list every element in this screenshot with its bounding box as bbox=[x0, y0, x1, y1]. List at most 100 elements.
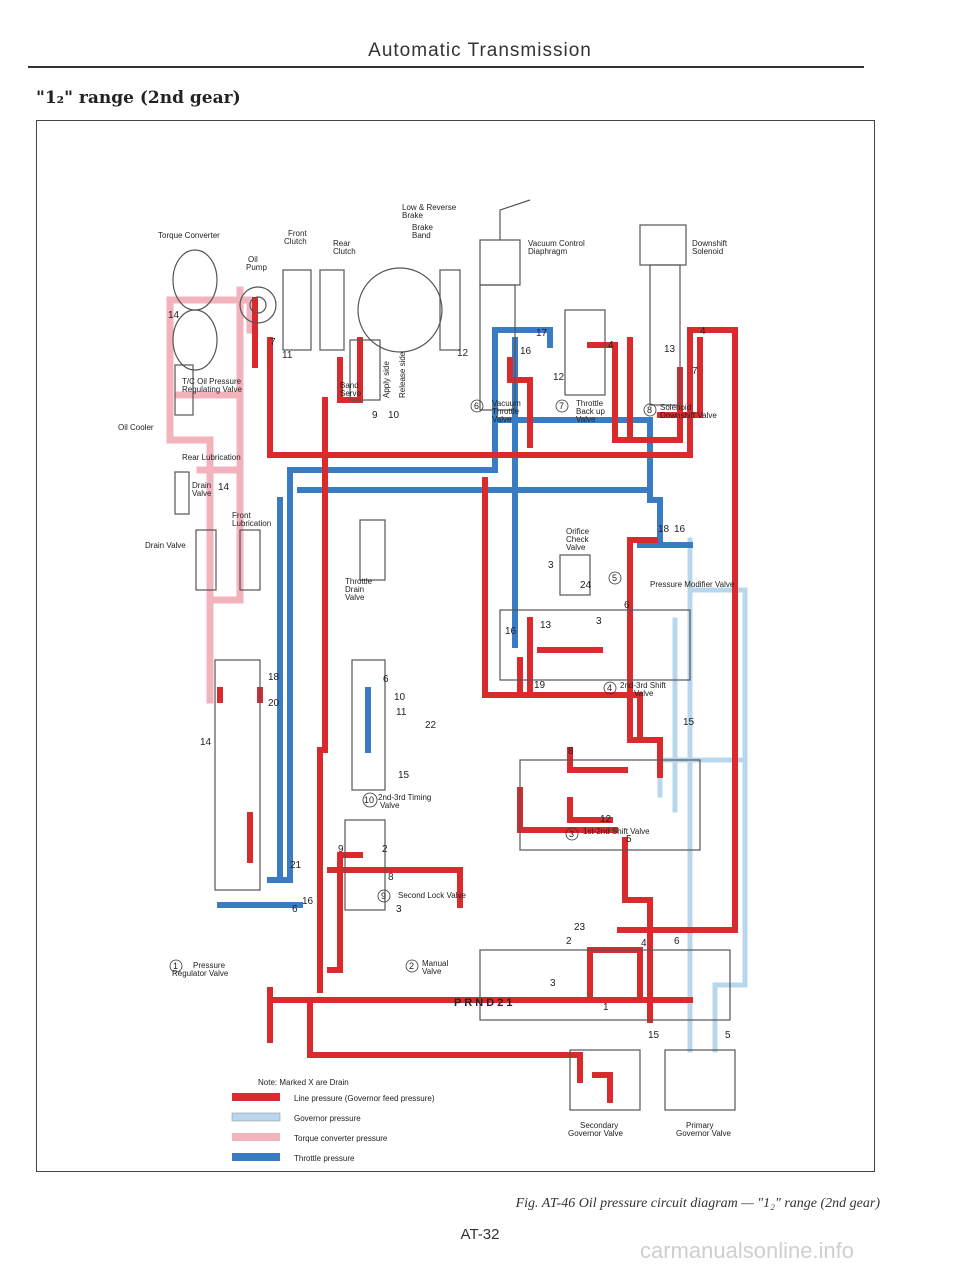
line-number: 2 bbox=[566, 936, 572, 947]
line-number: 20 bbox=[268, 698, 280, 709]
legend: Note: Marked X are Drain Line pressure (… bbox=[231, 1078, 435, 1163]
line-number: 1 bbox=[603, 1002, 609, 1013]
label-low-reverse: Low & Reverse bbox=[402, 203, 457, 212]
line-number: 18 bbox=[658, 524, 670, 535]
label-solenoid-downshift: Solenoid bbox=[660, 403, 691, 412]
label-tc-oil-2: Regulating Valve bbox=[182, 385, 242, 394]
line-number: 13 bbox=[664, 344, 676, 355]
label-throttle-backup: Throttle bbox=[576, 399, 604, 408]
page-header: Automatic Transmission bbox=[368, 40, 592, 61]
line-number: 3 bbox=[550, 978, 556, 989]
line-number: 14 bbox=[218, 482, 230, 493]
label-timing-23: 2nd-3rd Timing bbox=[378, 793, 431, 802]
label-rear-clutch: Rear bbox=[333, 239, 351, 248]
line-number: 14 bbox=[168, 310, 180, 321]
label-drain-valve-b: Drain Valve bbox=[145, 541, 186, 550]
label-release-side: Release side bbox=[398, 351, 407, 398]
page-number: AT-32 bbox=[460, 1226, 500, 1243]
line-number: 13 bbox=[540, 620, 552, 631]
label-manual-valve-2: Valve bbox=[422, 967, 442, 976]
label-primary-governor-2: Governor Valve bbox=[676, 1129, 732, 1138]
label-throttle-drain-3: Valve bbox=[345, 593, 365, 602]
label-front-lubrication: Front bbox=[232, 511, 251, 520]
marker-4: 4 bbox=[607, 683, 612, 693]
line-number: 11 bbox=[396, 707, 407, 718]
label-secondary-governor-2: Governor Valve bbox=[568, 1129, 624, 1138]
line-number: 14 bbox=[200, 737, 212, 748]
marker-5: 5 bbox=[612, 573, 617, 583]
label-oil-cooler: Oil Cooler bbox=[118, 423, 154, 432]
marker-6: 6 bbox=[474, 401, 479, 411]
label-apply-side: Apply side bbox=[382, 361, 391, 398]
marker-7: 7 bbox=[559, 401, 564, 411]
line-number: 15 bbox=[398, 770, 410, 781]
line-number: 19 bbox=[534, 680, 546, 691]
label-primary-governor: Primary bbox=[686, 1121, 714, 1130]
label-rear-lubrication: Rear Lubrication bbox=[182, 453, 241, 462]
diagram-frame bbox=[36, 120, 875, 1172]
component-outlines bbox=[172, 199, 736, 1111]
line-number: 15 bbox=[648, 1030, 660, 1041]
label-timing-23-2: Valve bbox=[380, 801, 400, 810]
label-vacuum-throttle-2: Throttle bbox=[492, 407, 520, 416]
line-number: 6 bbox=[674, 936, 680, 947]
label-vacuum-throttle: Vacuum bbox=[492, 399, 521, 408]
label-secondary-governor: Secondary bbox=[580, 1121, 618, 1130]
legend-label-governor: Governor pressure bbox=[294, 1114, 361, 1123]
label-pressure-regulator-2: Regulator Valve bbox=[172, 969, 229, 978]
legend-swatch-governor bbox=[231, 1112, 281, 1122]
line-number: 6 bbox=[383, 674, 389, 685]
line-number: 21 bbox=[290, 860, 302, 871]
marker-1: 1 bbox=[173, 961, 178, 971]
label-oil-pump-2: Pump bbox=[246, 263, 267, 272]
marker-3: 3 bbox=[569, 829, 574, 839]
diagram-labels: Torque Converter Oil Pump Front Clutch R… bbox=[118, 203, 735, 1138]
label-shift-23-2: Valve bbox=[634, 689, 654, 698]
watermark: carmanualsonline.info bbox=[640, 1238, 855, 1263]
label-rear-clutch-2: Clutch bbox=[333, 247, 356, 256]
legend-swatch-throttle bbox=[232, 1153, 280, 1161]
label-front-clutch: Front bbox=[288, 229, 307, 238]
label-front-lubrication-2: Lubrication bbox=[232, 519, 271, 528]
line-number: 5 bbox=[725, 1030, 731, 1041]
legend-label-line: Line pressure (Governor feed pressure) bbox=[294, 1094, 435, 1103]
line-number: 17 bbox=[536, 328, 548, 339]
label-solenoid-downshift-2: Downshift Valve bbox=[660, 411, 717, 420]
line-number: 3 bbox=[396, 904, 402, 915]
throttle-pressure-lines bbox=[217, 327, 693, 908]
line-number: 9 bbox=[372, 410, 378, 421]
line-number: 22 bbox=[425, 720, 437, 731]
label-shift-12: 1st-2nd Shift Valve bbox=[583, 827, 650, 836]
line-number: 5 bbox=[626, 834, 632, 845]
valve-markers: 1 2 3 4 5 6 7 8 9 10 bbox=[169, 399, 657, 973]
figure-caption: Fig. AT-46 Oil pressure circuit diagram … bbox=[515, 1196, 880, 1211]
label-vacuum-throttle-3: Valve bbox=[492, 415, 512, 424]
line-number: 10 bbox=[394, 692, 406, 703]
line-number: 6 bbox=[292, 904, 298, 915]
legend-note: Note: Marked X are Drain bbox=[258, 1078, 349, 1087]
label-prnd: P R N D 2 1 bbox=[454, 997, 513, 1009]
label-manual-valve: Manual bbox=[422, 959, 448, 968]
label-drain-valve-a-2: Valve bbox=[192, 489, 212, 498]
line-number: 12 bbox=[600, 814, 612, 825]
line-number: 16 bbox=[505, 626, 517, 637]
label-shift-23: 2nd-3rd Shift bbox=[620, 681, 667, 690]
line-number: 7 bbox=[692, 366, 698, 377]
line-number: 6 bbox=[624, 600, 630, 611]
label-vacuum-control: Vacuum Control bbox=[528, 239, 585, 248]
label-tc-oil: T/C Oil Pressure bbox=[182, 377, 242, 386]
line-number: 12 bbox=[457, 348, 469, 359]
line-number: 8 bbox=[568, 746, 574, 757]
line-number: 15 bbox=[683, 717, 695, 728]
legend-label-converter: Torque converter pressure bbox=[294, 1134, 388, 1143]
marker-10: 10 bbox=[364, 795, 374, 805]
section-title: "1₂" range (2nd gear) bbox=[36, 88, 241, 108]
legend-swatch-line bbox=[232, 1093, 280, 1101]
label-throttle-drain-2: Drain bbox=[345, 585, 364, 594]
line-number: 4 bbox=[700, 326, 706, 337]
line-pressure-lines bbox=[217, 297, 738, 1103]
label-orifice-3: Valve bbox=[566, 543, 586, 552]
label-brake-band: Brake bbox=[412, 223, 433, 232]
